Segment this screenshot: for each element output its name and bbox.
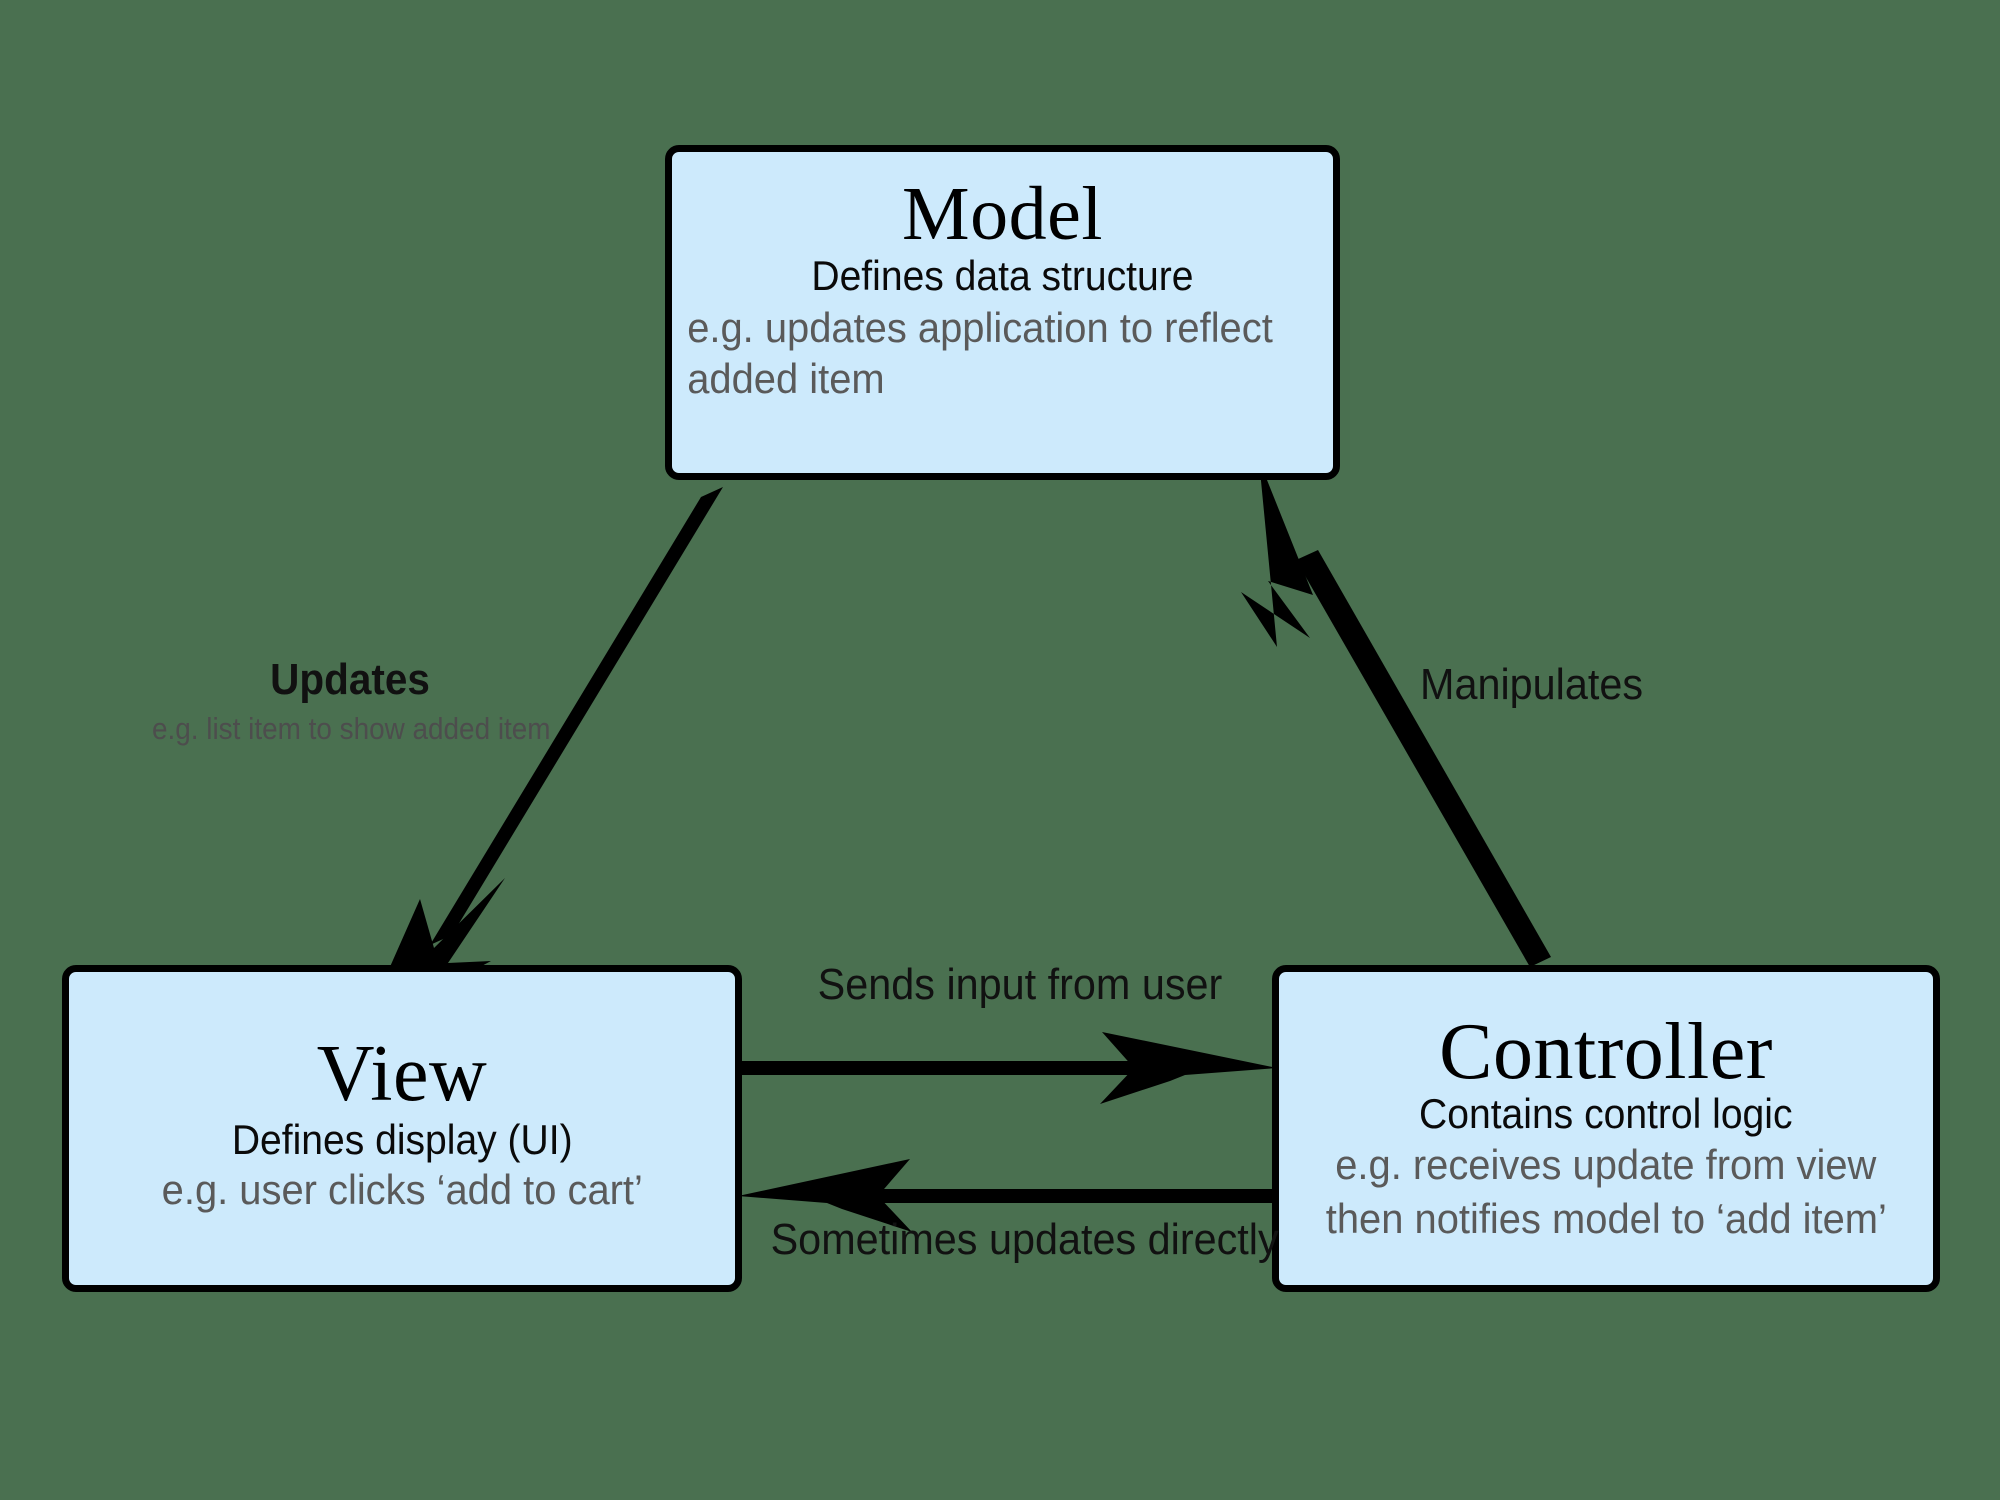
node-view-title: View <box>316 1029 488 1118</box>
edge-label-manipulates-main: Manipulates <box>1420 660 1644 709</box>
node-controller[interactable]: Controller Contains control logic e.g. r… <box>1272 965 1940 1292</box>
edge-label-manipulates: Manipulates <box>1420 660 1780 710</box>
node-view[interactable]: View Defines display (UI) e.g. user clic… <box>62 965 742 1292</box>
edge-view-to-controller <box>742 1032 1277 1104</box>
node-view-subtitle: Defines display (UI) <box>231 1115 573 1163</box>
node-model[interactable]: Model Defines data structure e.g. update… <box>665 145 1340 480</box>
node-controller-description-line1: e.g. receives update from view <box>1335 1140 1877 1188</box>
edge-label-updates-sub: e.g. list item to show added item <box>152 711 551 746</box>
edge-label-updates-main: Updates <box>270 655 430 704</box>
node-model-subtitle: Defines data structure <box>811 252 1194 299</box>
node-model-title: Model <box>902 172 1103 256</box>
edge-controller-to-model <box>1241 460 1551 967</box>
edge-label-sometimes-updates-main: Sometimes updates directly <box>770 1215 1279 1264</box>
node-model-description: e.g. updates application to reflect adde… <box>687 304 1273 403</box>
edge-model-to-view <box>362 487 723 1030</box>
node-controller-description-line2: then notifies model to ‘add item’ <box>1325 1194 1887 1242</box>
node-view-description: e.g. user clicks ‘add to cart’ <box>161 1165 643 1213</box>
node-controller-subtitle: Contains control logic <box>1419 1089 1793 1137</box>
edge-label-updates: Updates e.g. list item to show added ite… <box>130 655 570 747</box>
edge-label-sends-input: Sends input from user <box>770 960 1270 1010</box>
edge-label-sometimes-updates: Sometimes updates directly <box>755 1215 1279 1265</box>
node-controller-title: Controller <box>1439 1007 1773 1096</box>
edge-label-sends-input-main: Sends input from user <box>817 960 1223 1009</box>
